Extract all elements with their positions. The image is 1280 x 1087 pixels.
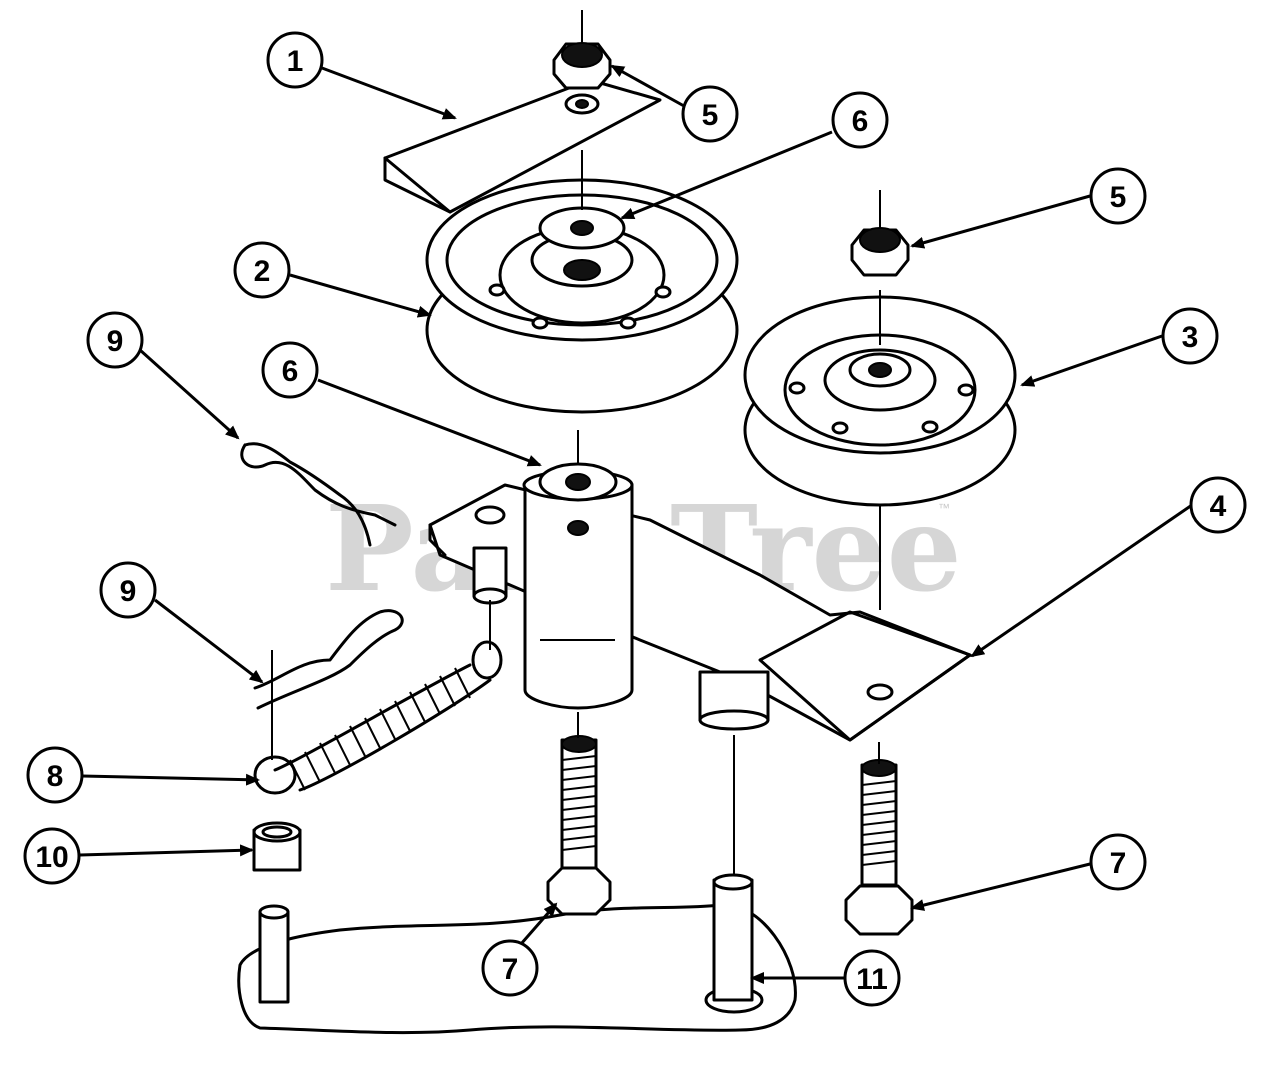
idler-pulley-right	[743, 290, 1017, 610]
idler-pulley-left	[425, 178, 739, 414]
leader-lines	[79, 64, 1193, 984]
callout-11: 11	[843, 949, 901, 1007]
callout-8: 8	[26, 746, 84, 804]
callout-3-label: 3	[1182, 321, 1199, 354]
callout-7-center: 7	[481, 939, 539, 997]
hairpin-clip-upper	[240, 442, 397, 547]
pivot-post	[704, 735, 764, 1014]
base-pin-left	[258, 904, 290, 1004]
watermark-trademark: ™	[938, 501, 950, 515]
belt-guide-plate	[383, 78, 662, 214]
lock-nut-right	[850, 190, 910, 277]
callout-1: 1	[266, 31, 324, 89]
callout-4-label: 4	[1210, 490, 1227, 523]
lock-nut-top	[552, 10, 612, 90]
callout-9-lower: 9	[99, 561, 157, 619]
deck-base	[237, 903, 797, 1035]
callout-2-label: 2	[254, 255, 271, 288]
callout-6-lower-label: 6	[282, 355, 299, 388]
bolt-center	[546, 712, 612, 916]
callout-7-right-label: 7	[1110, 847, 1127, 880]
callout-5-top-label: 5	[702, 99, 719, 132]
callout-6-top: 6	[831, 91, 889, 149]
spindle-tube	[522, 430, 634, 710]
callout-7-right: 7	[1089, 833, 1147, 891]
callout-9-upper-label: 9	[107, 325, 124, 358]
callout-5-right-label: 5	[1110, 181, 1127, 214]
callout-10: 10	[23, 827, 81, 885]
callout-11-label: 11	[856, 963, 888, 996]
callout-6-top-label: 6	[852, 105, 869, 138]
callout-7-center-label: 7	[502, 953, 519, 986]
callout-6-lower: 6	[261, 341, 319, 399]
callout-10-label: 10	[35, 841, 68, 874]
callout-9-lower-label: 9	[120, 575, 137, 608]
callout-3: 3	[1161, 307, 1219, 365]
pivot-boss	[698, 670, 770, 731]
callout-4: 4	[1189, 476, 1247, 534]
bushing	[252, 821, 302, 872]
callout-8-label: 8	[47, 760, 64, 793]
hairpin-clip-lower	[253, 609, 404, 760]
bolt-right	[844, 742, 914, 936]
callout-1-label: 1	[287, 45, 304, 78]
callout-9-upper: 9	[86, 311, 144, 369]
extension-spring	[253, 640, 503, 795]
callout-5-right: 5	[1089, 167, 1147, 225]
callout-5-top: 5	[681, 85, 739, 143]
callout-2: 2	[233, 241, 291, 299]
